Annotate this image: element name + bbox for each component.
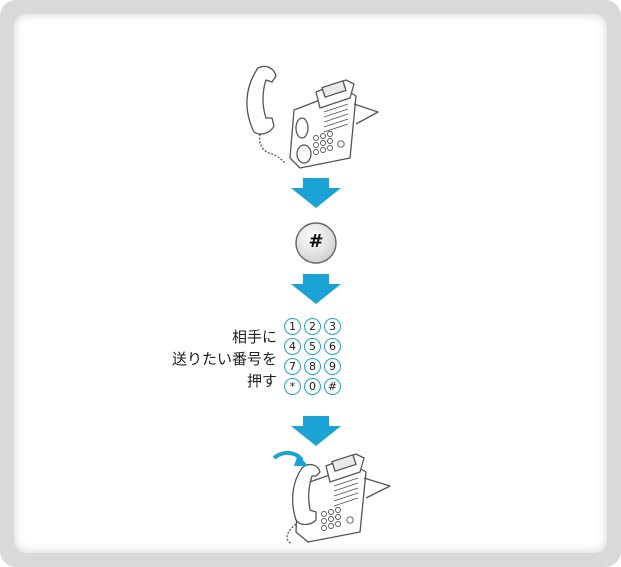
instruction-line-3: 押す	[246, 372, 277, 390]
hash-button-icon	[295, 222, 337, 264]
keypad-key-star: *	[284, 378, 301, 395]
keypad-key-6: 6	[324, 338, 341, 355]
phone-hangup-icon	[272, 451, 391, 545]
hash-button: #	[294, 221, 338, 265]
keypad: 1 2 3 4 5 6 7 8 9 * 0 #	[284, 318, 354, 398]
keypad-key-hash: #	[324, 378, 341, 395]
hash-button-label: #	[308, 231, 324, 252]
down-arrow-icon	[291, 416, 341, 446]
instruction-text: 相手に 送りたい番号を 押す	[172, 326, 277, 392]
keypad-key-4: 4	[284, 338, 301, 355]
down-arrow-icon	[291, 274, 341, 304]
keypad-key-9: 9	[324, 358, 341, 375]
keypad-key-2: 2	[304, 318, 321, 335]
keypad-key-5: 5	[304, 338, 321, 355]
instruction-line-1: 相手に	[231, 328, 277, 346]
down-arrow-icon	[291, 178, 341, 208]
phone-offhook-icon	[246, 65, 379, 169]
keypad-key-0: 0	[304, 378, 321, 395]
keypad-key-8: 8	[304, 358, 321, 375]
keypad-key-3: 3	[324, 318, 341, 335]
instruction-line-2: 送りたい番号を	[171, 350, 277, 368]
keypad-key-1: 1	[284, 318, 301, 335]
keypad-key-7: 7	[284, 358, 301, 375]
